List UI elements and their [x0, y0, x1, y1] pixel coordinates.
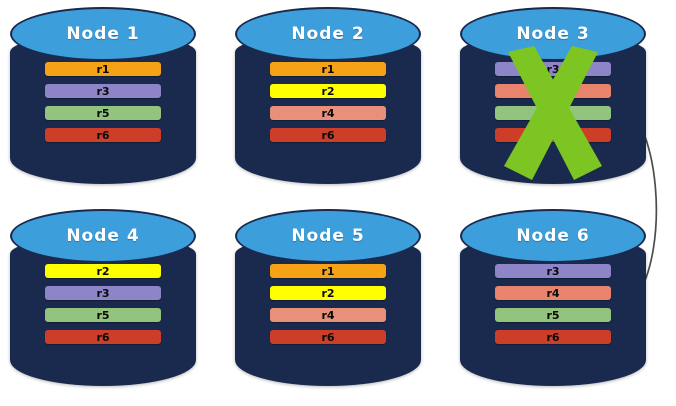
- node-label: Node 2: [291, 24, 365, 44]
- replica-bar[interactable]: r5: [495, 106, 611, 120]
- replica-label: r6: [546, 330, 560, 344]
- replica-bar[interactable]: r3: [495, 62, 611, 76]
- node-cylinder-top: Node 2: [235, 7, 421, 61]
- replica-bar[interactable]: r6: [45, 128, 161, 142]
- replica-label: r3: [96, 84, 110, 98]
- node-4[interactable]: r2 r3 r5 r6 Node 4: [10, 208, 196, 390]
- replica-label: r6: [96, 330, 110, 344]
- replica-label: r2: [96, 264, 110, 278]
- replica-label: r2: [321, 84, 335, 98]
- node-3[interactable]: r3 r4 r5 r6 Node 3: [460, 6, 646, 188]
- node-6[interactable]: r3 r4 r5 r6 Node 6: [460, 208, 646, 390]
- node-cylinder-top: Node 1: [10, 7, 196, 61]
- replica-label: r4: [546, 286, 560, 300]
- replica-list: r2 r3 r5 r6: [45, 264, 161, 352]
- replica-bar[interactable]: r5: [495, 308, 611, 322]
- replica-bar[interactable]: r2: [270, 84, 386, 98]
- replica-bar[interactable]: r4: [270, 106, 386, 120]
- replica-list: r1 r3 r5 r6: [45, 62, 161, 150]
- node-label: Node 4: [66, 226, 140, 246]
- replica-label: r4: [321, 106, 335, 120]
- replica-bar[interactable]: r5: [45, 106, 161, 120]
- replica-bar[interactable]: r4: [495, 84, 611, 98]
- replica-list: r1 r2 r4 r6: [270, 264, 386, 352]
- replica-label: r1: [321, 264, 335, 278]
- replica-bar[interactable]: r6: [45, 330, 161, 344]
- node-cylinder-top: Node 5: [235, 209, 421, 263]
- replica-bar[interactable]: r6: [495, 330, 611, 344]
- replica-label: r4: [321, 308, 335, 322]
- replica-bar[interactable]: r6: [270, 128, 386, 142]
- replica-bar[interactable]: r5: [45, 308, 161, 322]
- replica-bar[interactable]: r3: [45, 84, 161, 98]
- node-label: Node 3: [516, 24, 590, 44]
- replica-label: r5: [96, 308, 110, 322]
- replica-list: r3 r4 r5 r6: [495, 62, 611, 150]
- replica-bar[interactable]: r4: [495, 286, 611, 300]
- node-5[interactable]: r1 r2 r4 r6 Node 5: [235, 208, 421, 390]
- node-label: Node 6: [516, 226, 590, 246]
- replica-label: r3: [546, 62, 560, 76]
- replica-bar[interactable]: r6: [270, 330, 386, 344]
- node-2[interactable]: r1 r2 r4 r6 Node 2: [235, 6, 421, 188]
- replica-bar[interactable]: r3: [45, 286, 161, 300]
- replica-bar[interactable]: r1: [45, 62, 161, 76]
- node-cylinder-top: Node 4: [10, 209, 196, 263]
- replica-bar[interactable]: r6: [495, 128, 611, 142]
- replica-label: r5: [96, 106, 110, 120]
- replica-label: r2: [321, 286, 335, 300]
- replica-label: r6: [546, 128, 560, 142]
- replica-bar[interactable]: r1: [270, 62, 386, 76]
- replica-label: r3: [546, 264, 560, 278]
- node-cylinder-top: Node 3: [460, 7, 646, 61]
- replica-bar[interactable]: r4: [270, 308, 386, 322]
- node-cylinder-top: Node 6: [460, 209, 646, 263]
- replica-bar[interactable]: r3: [495, 264, 611, 278]
- replica-bar[interactable]: r2: [270, 286, 386, 300]
- replica-label: r6: [321, 330, 335, 344]
- replica-label: r3: [96, 286, 110, 300]
- replica-bar[interactable]: r2: [45, 264, 161, 278]
- replica-label: r6: [96, 128, 110, 142]
- replica-label: r5: [546, 106, 560, 120]
- replica-list: r1 r2 r4 r6: [270, 62, 386, 150]
- replica-label: r1: [321, 62, 335, 76]
- replica-label: r1: [96, 62, 110, 76]
- node-label: Node 5: [291, 226, 365, 246]
- replica-label: r6: [321, 128, 335, 142]
- node-label: Node 1: [66, 24, 140, 44]
- replica-label: r5: [546, 308, 560, 322]
- replica-label: r4: [546, 84, 560, 98]
- replica-list: r3 r4 r5 r6: [495, 264, 611, 352]
- node-1[interactable]: r1 r3 r5 r6 Node 1: [10, 6, 196, 188]
- replica-bar[interactable]: r1: [270, 264, 386, 278]
